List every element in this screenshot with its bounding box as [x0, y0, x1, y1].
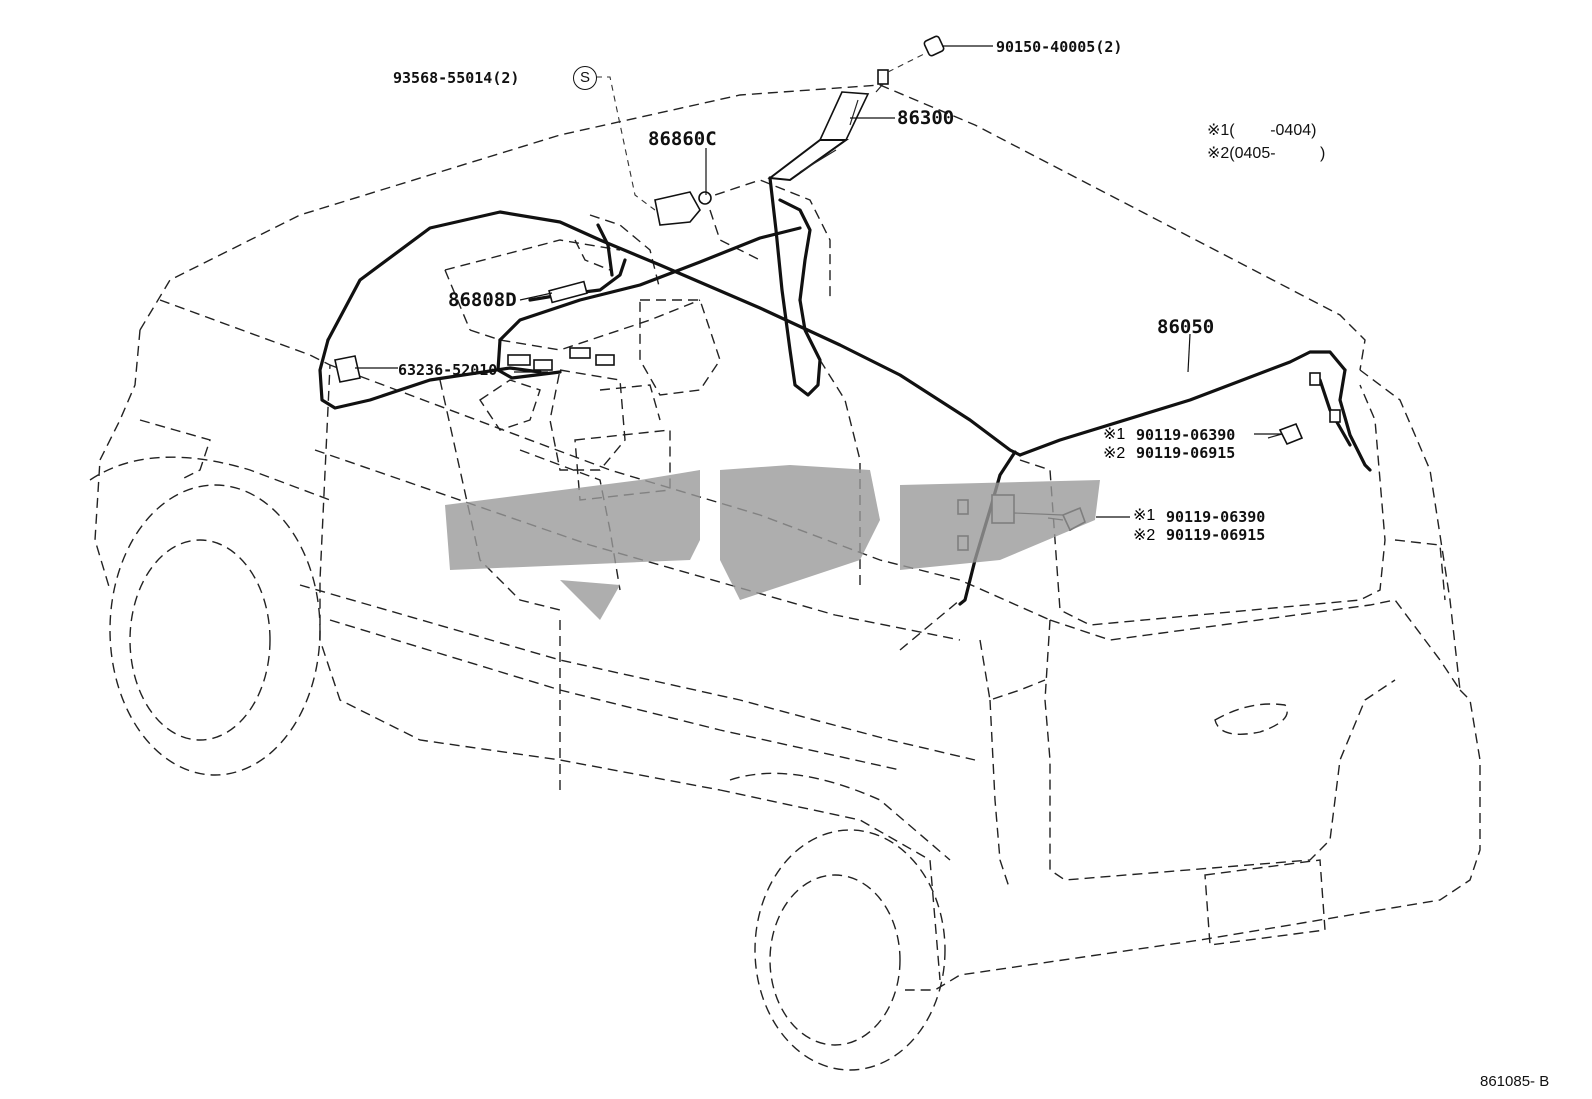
ref-mark-2b: ※2	[1133, 527, 1156, 544]
amplifier-86860c	[654, 191, 712, 226]
callout-86860c: 86860C	[648, 128, 717, 150]
s-mark-badge: S	[573, 66, 597, 90]
ref-mark-1b: ※1	[1133, 507, 1156, 524]
watermark-graphic	[445, 465, 1100, 620]
mast-antenna-86300	[767, 35, 945, 182]
note-serial-range-1: ※1( -0404)	[1207, 122, 1317, 139]
front-wheel	[89, 456, 331, 776]
callout-90119-06915-a: 90119-06915	[1136, 444, 1236, 462]
callout-90119-06390-a: 90119-06390	[1136, 426, 1236, 444]
callout-90119-06915-b: 90119-06915	[1166, 526, 1266, 544]
diagram-reference-number: 861085- B	[1480, 1073, 1550, 1090]
callout-86300: 86300	[897, 107, 955, 129]
callout-86808d: 86808D	[448, 289, 517, 311]
note-serial-range-2: ※2(0405- )	[1207, 145, 1326, 162]
ref-mark-1a: ※1	[1103, 426, 1126, 443]
connectors-dash	[507, 347, 615, 371]
callout-90150-40005: 90150-40005(2)	[996, 38, 1123, 56]
clamp-63236	[334, 355, 361, 383]
antenna-cable-harness	[318, 176, 1372, 606]
callout-86050: 86050	[1157, 316, 1215, 338]
connector-86808d	[548, 280, 588, 304]
callout-90119-06390-b: 90119-06390	[1166, 508, 1266, 526]
callout-93568-55014: 93568-55014(2)	[393, 69, 520, 87]
ref-mark-2a: ※2	[1103, 445, 1126, 462]
callout-63236-52010: 63236-52010	[398, 361, 498, 379]
rear-wheel	[729, 772, 951, 1071]
screw-upper	[1267, 422, 1304, 446]
